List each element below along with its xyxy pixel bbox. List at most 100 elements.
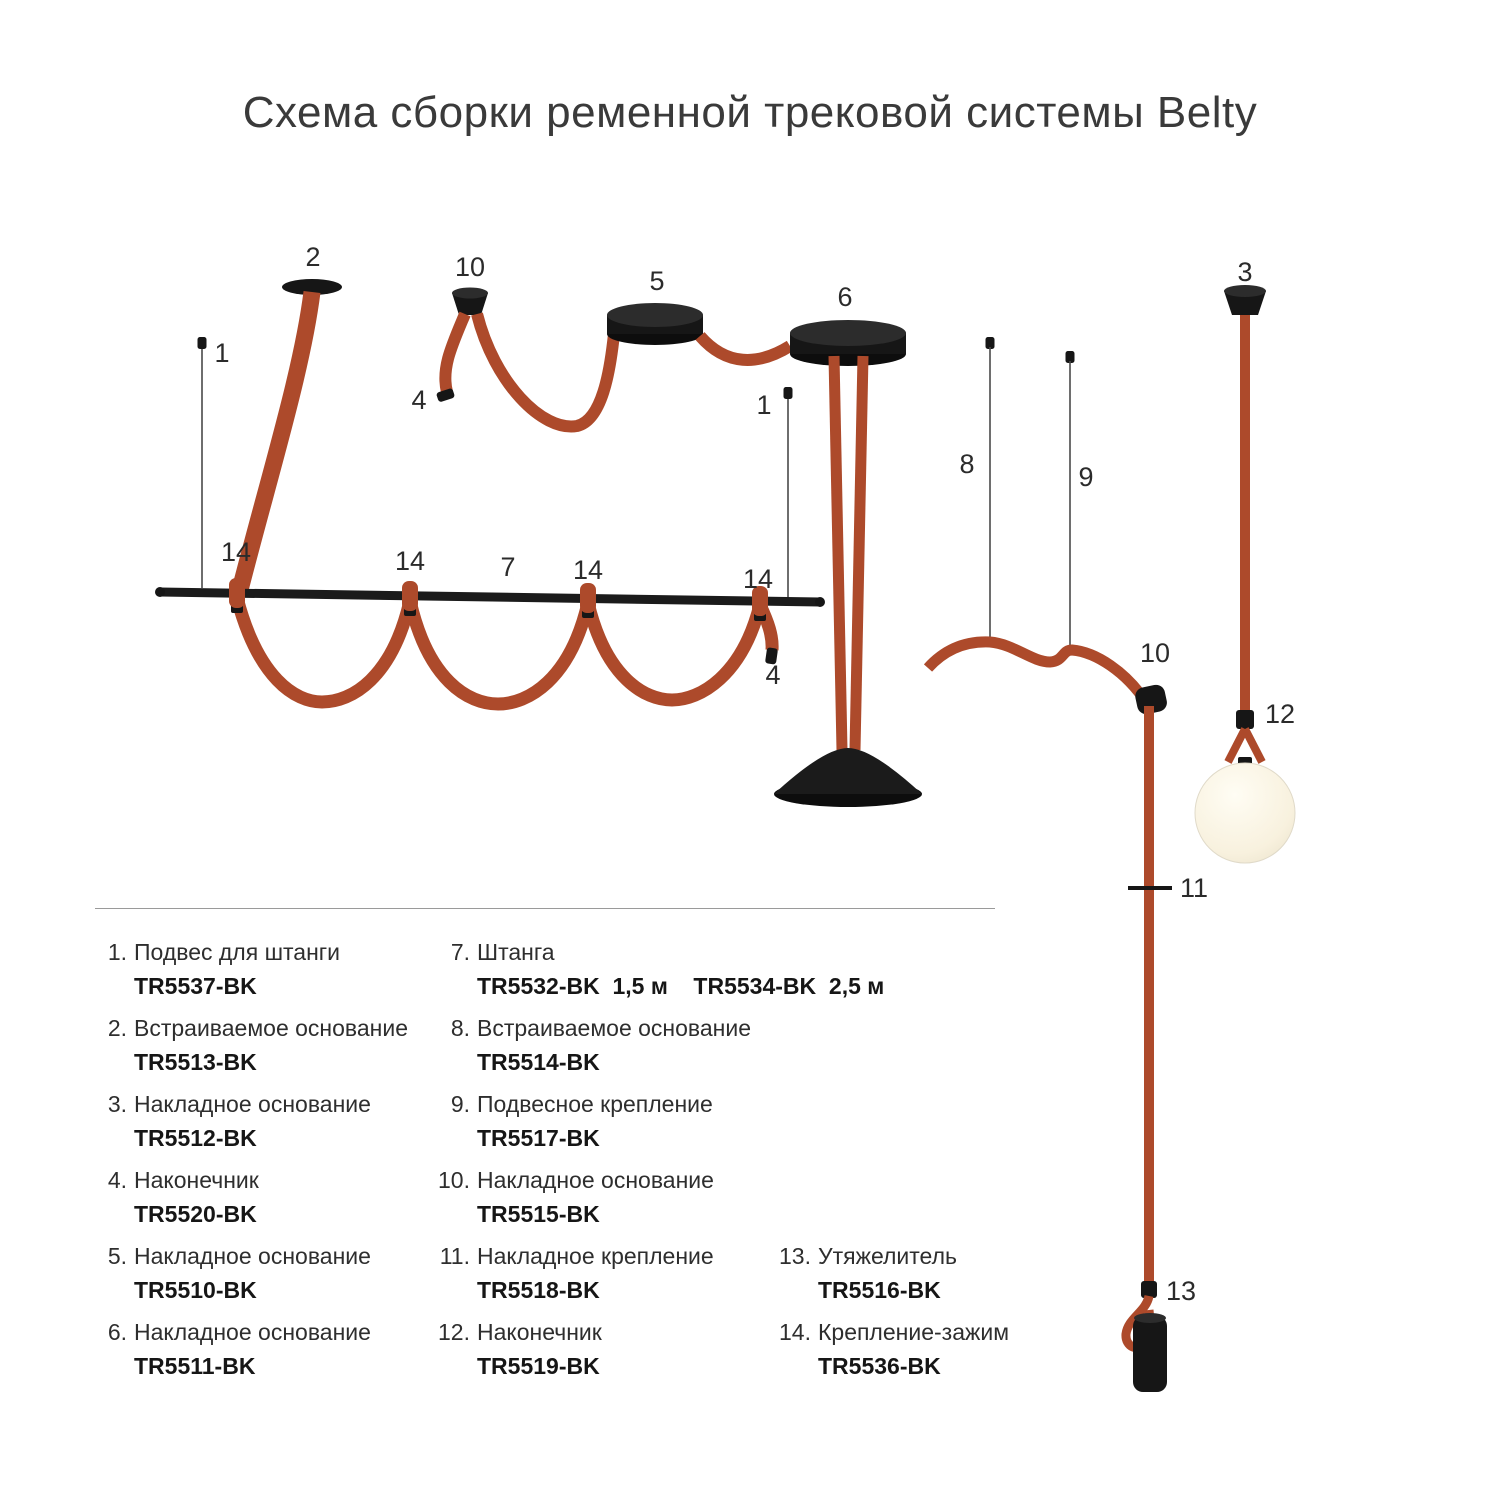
- legend-item-code: TR5515-BK: [477, 1201, 600, 1227]
- clamp-14-c: [580, 583, 596, 618]
- legend-item-number: 1.: [107, 939, 127, 965]
- legend-item-number: 11.: [439, 1243, 470, 1269]
- legend-item-name: Накладное основание: [477, 1167, 714, 1193]
- part-number-label: 4: [411, 385, 426, 415]
- legend-item-code: TR5513-BK: [134, 1049, 257, 1075]
- legend-item-name: Накладное крепление: [477, 1243, 714, 1269]
- rod-suspension-1-right: [783, 387, 793, 598]
- clamp-14-d: [752, 586, 768, 621]
- pendant-mount-9: [1065, 351, 1075, 650]
- surface-base-3: [1224, 285, 1266, 315]
- legend-divider: [95, 908, 995, 909]
- belt-6-down-left: [828, 355, 848, 751]
- part-number-label: 10: [455, 252, 485, 282]
- part-number-label: 13: [1166, 1276, 1196, 1306]
- legend-item-code: TR5518-BK: [477, 1277, 600, 1303]
- legend-item-number: 4.: [107, 1167, 127, 1193]
- legend-item-number: 7.: [450, 939, 470, 965]
- legend-item-name: Штанга: [477, 939, 555, 965]
- belt-right-run: [923, 636, 1151, 706]
- legend-item-code: TR5520-BK: [134, 1201, 257, 1227]
- legend-item-code: TR5536-BK: [818, 1353, 941, 1379]
- part-number-label: 6: [837, 282, 852, 312]
- part-number-label: 7: [500, 552, 515, 582]
- belt-tip-4-bottom: [765, 647, 778, 665]
- part-number-label: 3: [1237, 257, 1252, 287]
- part-number-label: 14: [221, 537, 251, 567]
- legend-item-number: 8.: [450, 1015, 470, 1041]
- clamp-14-a: [229, 578, 245, 613]
- recessed-base-8: [977, 337, 1003, 647]
- surface-base-10-top: [452, 287, 488, 315]
- part-number-label: 1: [756, 390, 771, 420]
- weight-13: [1121, 1281, 1167, 1392]
- belt-10-left-tail: [439, 311, 471, 394]
- surface-base-5: [607, 303, 703, 345]
- legend-item-code: TR5517-BK: [477, 1125, 600, 1151]
- belt-swag-3: [581, 601, 767, 707]
- part-number-label: 11: [1180, 873, 1208, 903]
- legend-item-name: Наконечник: [477, 1319, 602, 1345]
- legend-item-name: Подвесное крепление: [477, 1091, 713, 1117]
- belt-fork-left: [1224, 727, 1249, 764]
- page-title: Схема сборки ременной трековой системы B…: [242, 88, 1258, 137]
- rod-end-cap-right: [815, 597, 825, 607]
- part-number-label: 10: [1140, 638, 1170, 668]
- legend-item-number: 14.: [779, 1319, 811, 1345]
- surface-base-10-right: [1135, 684, 1167, 715]
- part-number-label: 14: [395, 546, 425, 576]
- cone-shade: [774, 748, 922, 807]
- part-number-label: 8: [959, 449, 974, 479]
- recessed-base-2: [282, 279, 342, 295]
- surface-base-6: [790, 320, 906, 366]
- legend-item-number: 2.: [107, 1015, 127, 1041]
- belt-6-down-right: [849, 355, 869, 751]
- belt-5-to-6: [695, 331, 794, 366]
- legend-item-number: 10.: [438, 1167, 470, 1193]
- legend-item-number: 13.: [779, 1243, 811, 1269]
- rod-suspension-1-left: [197, 337, 207, 588]
- legend-item-name: Встраиваемое основание: [477, 1015, 752, 1041]
- legend-item-name: Накладное основание: [134, 1319, 371, 1345]
- legend-item-code: TR5532-BK 1,5 м TR5534-BK 2,5 м: [477, 973, 885, 999]
- legend-item-name: Крепление-зажим: [818, 1319, 1010, 1345]
- part-number-label: 14: [573, 555, 603, 585]
- legend-item-name: Наконечник: [134, 1167, 259, 1193]
- legend-item-code: TR5519-BK: [477, 1353, 600, 1379]
- rod-7: [155, 587, 825, 607]
- part-number-label: 4: [765, 660, 780, 690]
- legend-item-code: TR5510-BK: [134, 1277, 257, 1303]
- belt-swag-2: [403, 599, 595, 711]
- part-number-label: 14: [743, 564, 773, 594]
- rod-end-cap-left: [155, 587, 165, 597]
- legend-item-code: TR5514-BK: [477, 1049, 600, 1075]
- legend-item-code: TR5537-BK: [134, 973, 257, 999]
- part-number-label: 9: [1078, 462, 1093, 492]
- legend-item-code: TR5512-BK: [134, 1125, 257, 1151]
- legend-item-number: 6.: [107, 1319, 127, 1345]
- part-number-label: 12: [1265, 699, 1295, 729]
- clamp-14-b: [402, 581, 418, 616]
- legend-item-number: 9.: [450, 1091, 470, 1117]
- part-number-label: 5: [649, 266, 664, 296]
- legend-item-code: TR5511-BK: [134, 1353, 256, 1379]
- belt-swag-1: [230, 596, 417, 709]
- legend-item-number: 12.: [438, 1319, 470, 1345]
- end-tip-12: [1236, 710, 1254, 729]
- legend-item-code: TR5516-BK: [818, 1277, 941, 1303]
- legend-item-name: Утяжелитель: [818, 1243, 957, 1269]
